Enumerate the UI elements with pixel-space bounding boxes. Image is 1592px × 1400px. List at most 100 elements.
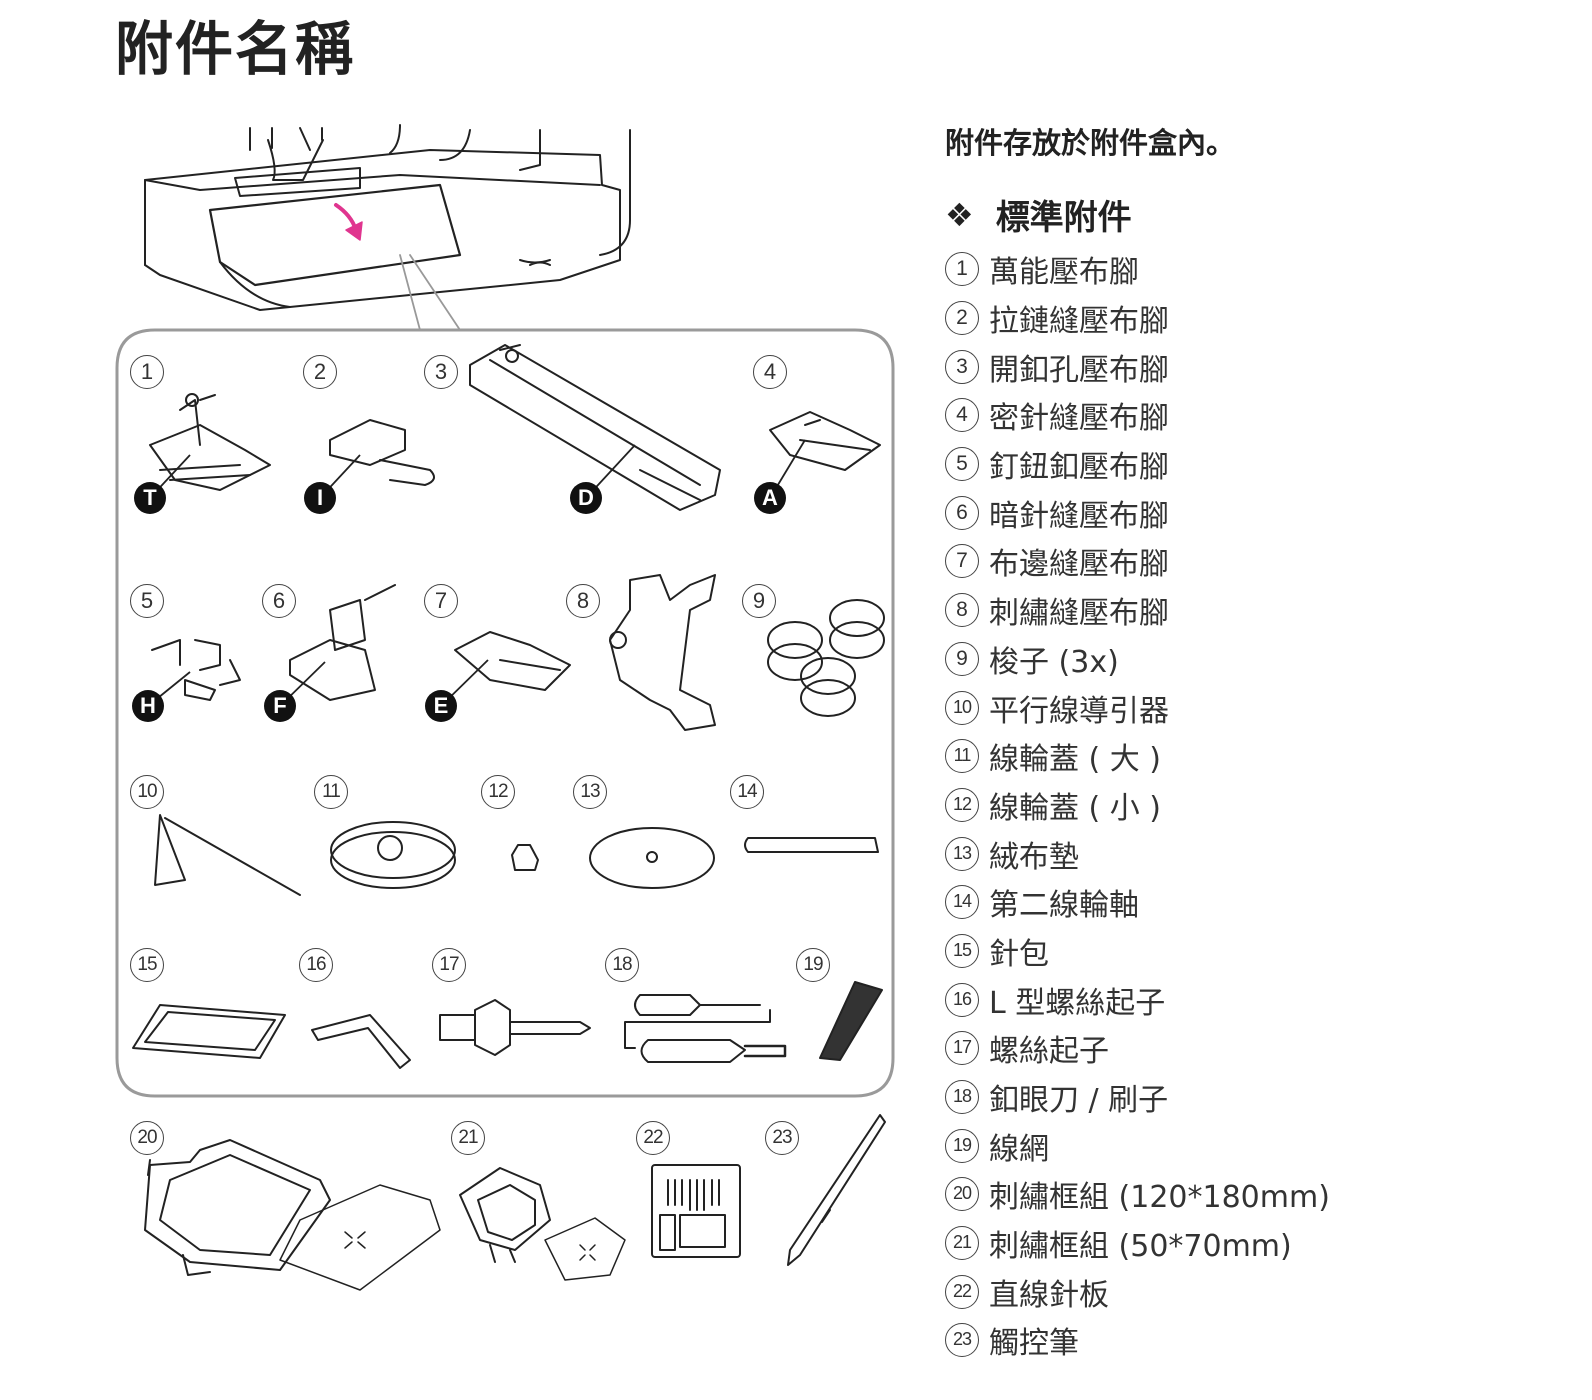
accessory-list-item: 3 開釦孔壓布腳 (945, 342, 1545, 391)
item-number-badge: 11 (945, 739, 979, 774)
item-label: 線輪蓋 ( 小 ) (989, 790, 1162, 826)
item-number-badge: 16 (945, 982, 979, 1017)
item-label: 刺繡框組 (50*70mm) (989, 1229, 1292, 1265)
page-title: 附件名稱 (115, 15, 356, 83)
item-number-badge: 18 (945, 1080, 979, 1115)
callout-number: 16 (299, 948, 333, 982)
item-label: 釦眼刀 / 刷子 (989, 1083, 1169, 1119)
item-number-badge: 9 (945, 641, 979, 676)
callout-number: 19 (796, 948, 830, 982)
felt-pad-drawing (589, 827, 715, 889)
accessory-list-item: 21 刺繡框組 (50*70mm) (945, 1219, 1545, 1268)
callout-number: 20 (130, 1121, 164, 1155)
callout-number: 23 (765, 1121, 799, 1155)
item-label: 密針縫壓布腳 (989, 401, 1169, 437)
item-number-badge: 2 (945, 301, 979, 336)
item-number-badge: 5 (945, 447, 979, 482)
zigzag-foot-drawing (149, 393, 271, 491)
item-number-badge: 22 (945, 1274, 979, 1309)
item-label: 萬能壓布腳 (989, 255, 1139, 291)
accessory-list-item: 9 梭子 (3x) (945, 635, 1545, 684)
item-label: 絨布墊 (989, 839, 1079, 875)
callout-number: 5 (130, 584, 164, 618)
intro-text: 附件存放於附件盒內。 (945, 126, 1236, 160)
straight-stitch-plate-drawing (651, 1164, 741, 1258)
item-number-badge: 19 (945, 1128, 979, 1163)
item-label: 梭子 (3x) (989, 644, 1119, 680)
callout-number: 13 (573, 775, 607, 809)
callout-number: 22 (636, 1121, 670, 1155)
accessory-list-item: 6 暗針縫壓布腳 (945, 488, 1545, 537)
callout-number: 10 (130, 775, 164, 809)
accessory-list-item: 7 布邊縫壓布腳 (945, 537, 1545, 586)
accessory-list-item: 2 拉鏈縫壓布腳 (945, 294, 1545, 343)
item-number-badge: 7 (945, 544, 979, 579)
seam-guide-drawing (154, 814, 301, 896)
l-screwdriver-drawing (311, 1014, 411, 1069)
item-number-badge: 15 (945, 933, 979, 968)
spool-pin-drawing (744, 837, 879, 853)
seam-ripper-brush-drawing (624, 994, 787, 1063)
item-label: 拉鏈縫壓布腳 (989, 304, 1169, 340)
large-spool-cap-drawing (330, 821, 456, 889)
foot-code-badge: F (264, 690, 296, 722)
item-label: 第二線輪軸 (989, 888, 1139, 924)
large-hoop-drawing (144, 1139, 441, 1291)
callout-number: 17 (432, 948, 466, 982)
accessory-list-item: 18 釦眼刀 / 刷子 (945, 1073, 1545, 1122)
item-label: 觸控筆 (989, 1326, 1079, 1362)
bobbins-drawing (767, 599, 885, 717)
item-label: 布邊縫壓布腳 (989, 547, 1169, 583)
open-direction-arrow (334, 203, 363, 241)
item-label: 開釦孔壓布腳 (989, 352, 1169, 388)
foot-code-badge: D (570, 482, 602, 514)
callout-number: 15 (130, 948, 164, 982)
diamond-cluster-icon: ❖ (945, 195, 974, 234)
callout-number: 7 (424, 584, 458, 618)
item-label: 暗針縫壓布腳 (989, 498, 1169, 534)
callout-number: 9 (742, 584, 776, 618)
accessory-list-item: 13 絨布墊 (945, 829, 1545, 878)
item-number-badge: 3 (945, 349, 979, 384)
foot-code-badge: A (754, 482, 786, 514)
stylus-pen-drawing (787, 1114, 886, 1266)
item-number-badge: 21 (945, 1226, 979, 1261)
blind-hem-foot-drawing (289, 584, 396, 701)
foot-code-badge: E (425, 690, 457, 722)
callout-number: 8 (566, 584, 600, 618)
item-number-badge: 23 (945, 1323, 979, 1358)
item-number-badge: 8 (945, 593, 979, 628)
callout-number: 1 (130, 355, 164, 389)
item-label: 直線針板 (989, 1277, 1109, 1313)
accessory-list-item: 22 直線針板 (945, 1267, 1545, 1316)
item-number-badge: 13 (945, 836, 979, 871)
callout-number: 21 (451, 1121, 485, 1155)
buttonhole-foot-drawing (469, 344, 721, 511)
item-number-badge: 6 (945, 495, 979, 530)
callout-number: 12 (481, 775, 515, 809)
item-number-badge: 17 (945, 1031, 979, 1066)
section-title: 標準附件 (995, 198, 1132, 238)
callout-number: 2 (303, 355, 337, 389)
callout-number: 14 (730, 775, 764, 809)
foot-code-badge: H (132, 690, 164, 722)
sewing-machine-drawing (144, 124, 631, 331)
needle-pack-drawing (132, 1004, 286, 1059)
small-hoop-drawing (459, 1167, 626, 1281)
overcast-foot-drawing (454, 631, 571, 691)
item-label: 平行線導引器 (989, 693, 1169, 729)
section-heading: ❖ 標準附件 (945, 190, 1545, 239)
callout-number: 4 (753, 355, 787, 389)
small-spool-cap-drawing (511, 844, 539, 871)
